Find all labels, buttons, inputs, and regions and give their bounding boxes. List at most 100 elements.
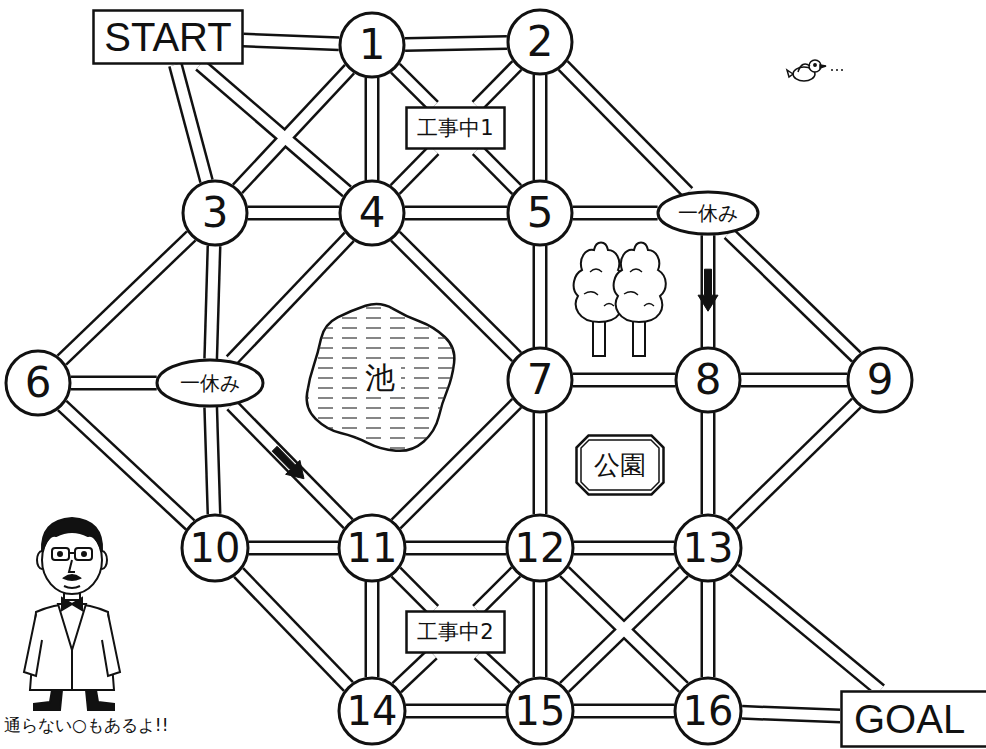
number-circle: 13 bbox=[673, 513, 743, 583]
road-connector bbox=[573, 375, 675, 385]
text-box: START bbox=[92, 9, 244, 65]
tree-illustration bbox=[574, 243, 666, 357]
number-circle: 9 bbox=[846, 346, 914, 414]
road-connector bbox=[396, 572, 434, 610]
road-connector bbox=[535, 75, 545, 180]
road-connector bbox=[62, 236, 191, 360]
road-connector bbox=[200, 65, 347, 192]
road-connector bbox=[573, 373, 675, 388]
road-connector bbox=[406, 706, 506, 716]
road-connector bbox=[701, 582, 716, 677]
number-circle: 16 bbox=[673, 676, 743, 746]
road-connector bbox=[477, 572, 516, 610]
road-connector bbox=[396, 572, 434, 610]
road-connector bbox=[249, 541, 338, 556]
road-connector bbox=[533, 582, 548, 677]
park-sign: 公園 bbox=[575, 434, 665, 496]
road-connector bbox=[574, 704, 674, 719]
road-connector bbox=[175, 65, 206, 181]
road-connector bbox=[211, 407, 214, 514]
text-box: 工事中1 bbox=[405, 106, 506, 150]
road-connector bbox=[365, 78, 380, 180]
road-connector bbox=[367, 582, 377, 677]
road-connector bbox=[564, 572, 683, 688]
node-label: START bbox=[104, 17, 231, 57]
node-number: 15 bbox=[515, 691, 566, 731]
node-number: 16 bbox=[683, 691, 734, 731]
professor-figure bbox=[24, 518, 120, 710]
node-number: 8 bbox=[695, 359, 722, 401]
goal-box: GOAL bbox=[840, 690, 986, 748]
road-connector bbox=[564, 572, 683, 688]
road-connector bbox=[406, 543, 506, 553]
road-connector bbox=[535, 413, 545, 514]
text-box: 工事中2 bbox=[405, 610, 506, 654]
road-connector bbox=[533, 246, 548, 347]
road-connector bbox=[564, 572, 683, 688]
road-connector bbox=[365, 582, 380, 677]
rest-oval: 一休み bbox=[656, 190, 760, 236]
road-connector bbox=[479, 654, 515, 688]
number-circle: 3 bbox=[181, 179, 249, 247]
node-number: 13 bbox=[683, 528, 734, 568]
road-connector bbox=[573, 208, 658, 218]
road-connector bbox=[175, 65, 206, 181]
node-label: 一休み bbox=[180, 373, 240, 393]
road-connector bbox=[479, 654, 515, 688]
road-connector bbox=[395, 150, 434, 190]
node-number: 7 bbox=[527, 359, 554, 401]
road-connector bbox=[701, 413, 716, 514]
node-label: 公園 bbox=[594, 452, 646, 478]
hint-note: 通らない○もあるよ!! bbox=[4, 716, 168, 735]
road-connector bbox=[734, 570, 880, 691]
road-connector bbox=[248, 208, 339, 218]
number-circle: 11 bbox=[337, 513, 407, 583]
number-circle: 1 bbox=[338, 11, 406, 79]
road-connector bbox=[477, 150, 517, 190]
road-connector bbox=[574, 541, 674, 556]
road-connector bbox=[741, 373, 847, 388]
one-way-arrow bbox=[698, 269, 718, 311]
node-label: 一休み bbox=[678, 203, 738, 223]
node-number: 10 bbox=[190, 528, 241, 568]
road-connector bbox=[395, 68, 433, 106]
node-number: 1 bbox=[359, 24, 386, 66]
road-connector bbox=[533, 75, 548, 180]
road-connector bbox=[200, 65, 347, 192]
road-connector bbox=[238, 69, 350, 189]
road-connector bbox=[397, 654, 433, 688]
road-connector bbox=[395, 68, 433, 106]
road-connector bbox=[243, 40, 339, 44]
rest-oval: 一休み bbox=[155, 358, 265, 408]
road-connector bbox=[397, 654, 433, 688]
road-connector bbox=[249, 543, 338, 553]
road-connector bbox=[71, 376, 157, 391]
road-connector bbox=[405, 208, 507, 218]
number-circle: 7 bbox=[506, 346, 574, 414]
road-connector bbox=[367, 78, 377, 180]
number-circle: 10 bbox=[180, 513, 250, 583]
road-connector bbox=[734, 570, 880, 691]
road-connector bbox=[533, 413, 548, 514]
road-connector bbox=[243, 40, 339, 44]
number-circle: 14 bbox=[337, 676, 407, 746]
node-number: 4 bbox=[359, 192, 386, 234]
road-connector bbox=[238, 69, 350, 189]
node-number: 2 bbox=[527, 21, 554, 63]
road-connector bbox=[405, 43, 507, 45]
road-connector bbox=[574, 543, 674, 553]
node-number: 14 bbox=[347, 691, 398, 731]
road-connector bbox=[477, 572, 516, 610]
bird-illustration bbox=[787, 60, 843, 81]
road-connector bbox=[729, 233, 856, 357]
road-connector bbox=[732, 403, 856, 524]
road-connector bbox=[563, 66, 688, 193]
one-way-arrow bbox=[272, 446, 304, 478]
road-connector bbox=[535, 246, 545, 347]
node-number: 9 bbox=[867, 359, 894, 401]
number-circle: 2 bbox=[506, 8, 574, 76]
road-connector bbox=[71, 378, 157, 388]
road-connector bbox=[741, 375, 847, 385]
road-connector bbox=[62, 236, 191, 360]
road-connector bbox=[405, 43, 507, 45]
